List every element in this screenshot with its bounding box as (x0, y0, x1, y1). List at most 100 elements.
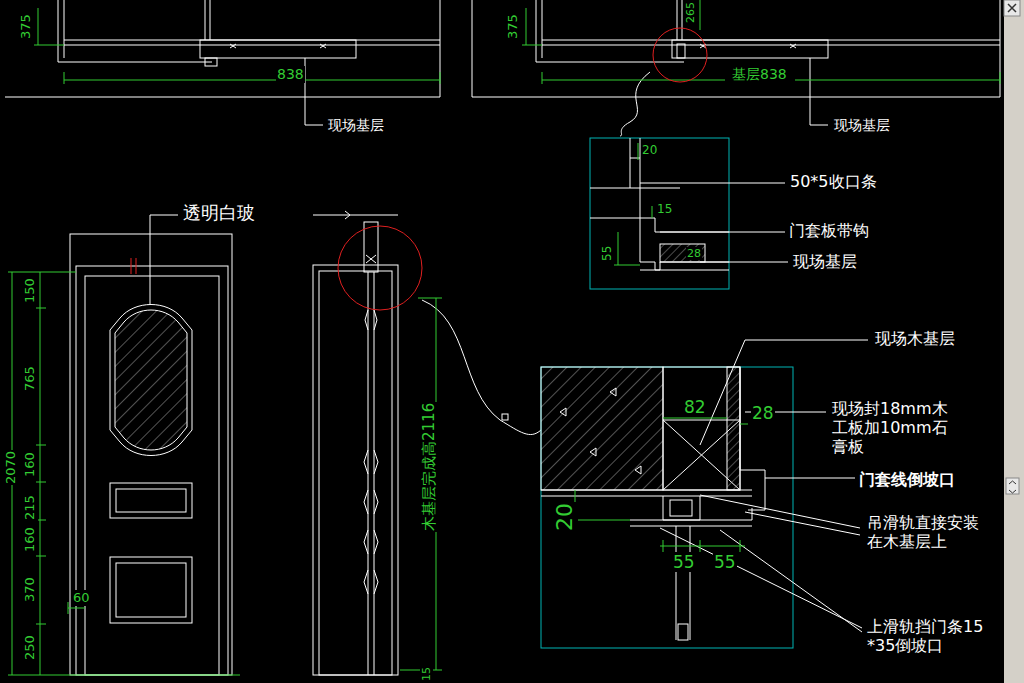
drawing-line (522, 45, 542, 46)
drawing-line (740, 540, 741, 552)
drawing-line (810, 58, 811, 125)
drawing-line (660, 232, 785, 233)
drawing-line (5, 97, 440, 98)
drawing-line (618, 232, 619, 265)
callout-label: 透明白玻 (183, 202, 255, 224)
drawing-line (700, 0, 701, 30)
drawing-line (655, 218, 656, 232)
drawing-line (36, 556, 46, 557)
dimension-text: 55 (600, 245, 614, 262)
drawing-line (727, 367, 740, 490)
callout-label: 现场木基层 (875, 329, 955, 348)
dimension-text: 375 (18, 13, 34, 40)
large-detail (541, 340, 868, 648)
drawing-line (670, 500, 692, 516)
drawing-line (40, 272, 41, 675)
callout-label: 现场基层 (793, 252, 857, 271)
top-plan-left-dims (34, 8, 440, 84)
dimension-text: 250 (22, 634, 38, 661)
drawing-line (64, 80, 440, 81)
dimension-text: 20 (552, 502, 578, 532)
drawing-line (36, 482, 46, 483)
dimension-text: 215 (22, 494, 38, 521)
drawing-line (38, 8, 39, 45)
dimension-text: 150 (22, 277, 38, 304)
drawing-line (740, 367, 765, 510)
callout-label: 50*5收口条 (790, 172, 877, 191)
drawing-line (64, 45, 440, 46)
drawing-line (720, 530, 862, 632)
drawing-line (660, 244, 705, 262)
drawing-line (85, 276, 219, 675)
drawing-line (541, 340, 868, 640)
drawing-line (570, 520, 630, 521)
drawing-line (765, 478, 855, 479)
drawing-line (36, 624, 46, 625)
drawing-line (1000, 0, 1001, 97)
drawing-line (58, 0, 59, 62)
drawing-line (68, 608, 85, 609)
drawing-line (795, 80, 1000, 81)
drawing-line (640, 270, 729, 271)
door-elevation-dims (8, 272, 240, 675)
drawing-line (36, 308, 46, 309)
drawing-line (440, 72, 441, 84)
drawing-line (630, 508, 752, 520)
drawing-line (680, 183, 785, 184)
drawing-line (136, 258, 137, 274)
drawing-line (8, 272, 76, 273)
dimension-text: 55 (713, 552, 737, 572)
drawing-line (200, 40, 356, 58)
drawing-line (1004, 0, 1024, 683)
dimension-text: 265 (684, 1, 697, 24)
drawing-line (660, 528, 862, 628)
drawing-line (630, 526, 752, 527)
drawing-line (660, 546, 745, 547)
drawing-line (150, 215, 151, 305)
drawing-line (630, 138, 631, 188)
drawing-line (663, 540, 664, 552)
small-detail (590, 138, 788, 289)
drawing-line (678, 624, 688, 640)
drawing-line (541, 496, 752, 497)
drawing-line (313, 215, 398, 216)
drawing-line (542, 72, 543, 84)
drawing-line (640, 183, 680, 184)
drawing-line (700, 262, 788, 263)
detail-circle (653, 28, 707, 82)
door-section-dims (400, 298, 442, 670)
drawing-line (590, 138, 788, 270)
drawing-line (676, 526, 677, 640)
drawing-line (614, 265, 640, 266)
drawing-line (541, 490, 752, 491)
drawing-line (638, 143, 639, 160)
dimension-text: 55 (672, 552, 696, 572)
drawing-line (76, 266, 228, 675)
drawing-line (205, 58, 217, 66)
drawing-line (1000, 72, 1001, 84)
drawing-line (663, 496, 700, 520)
top-plan-left (5, 0, 440, 125)
door-elevation (70, 215, 232, 675)
drawing-line (319, 271, 392, 675)
drawing-line (536, 62, 684, 63)
callout-label: 门套板带钩 (789, 221, 869, 240)
drawing-line (205, 0, 206, 40)
drawing-line (542, 45, 1000, 46)
drawing-line (502, 414, 508, 420)
dimension-text: 82 (683, 397, 707, 417)
drawing-line (440, 0, 441, 97)
drawing-line (700, 495, 860, 528)
drawing-line (116, 563, 186, 617)
callout-label: 吊滑轨直接安装在木基层上 (866, 513, 990, 551)
drawing-line (560, 388, 641, 474)
dimension-text: 20 (641, 143, 658, 157)
drawing-line (526, 8, 527, 45)
drawing-line (150, 215, 178, 216)
dimension-text: 28 (751, 403, 775, 423)
drawing-line (210, 0, 211, 40)
drawing-line (677, 44, 685, 58)
drawing-line (36, 445, 46, 446)
drawing-line (810, 125, 828, 126)
